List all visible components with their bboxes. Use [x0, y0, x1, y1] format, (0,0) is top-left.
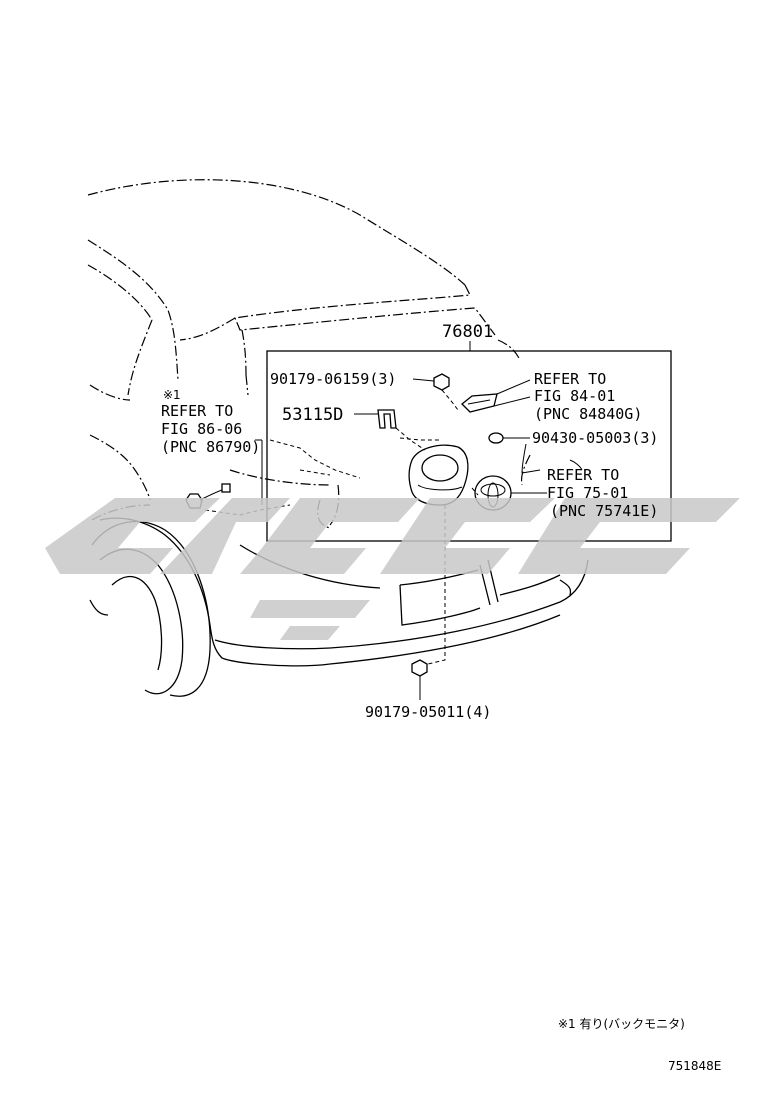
figure-id: 751848E	[668, 1059, 721, 1073]
assembly-guide-lines	[204, 389, 583, 665]
rear-bumper	[99, 517, 589, 667]
license-lamp-icon	[461, 379, 531, 413]
ref-emblem-line3: (PNC 75741E)	[550, 502, 658, 520]
clip-label: 53115D	[282, 405, 343, 425]
cap-nut-2-icon	[411, 659, 428, 700]
assembly-box	[266, 350, 672, 542]
gasket-icon	[488, 432, 530, 444]
ref-camera-line3: (PNC 86790)	[161, 438, 260, 456]
assembly-label: 76801	[442, 322, 493, 342]
cap-nut-2-label: 90179-05011(4)	[365, 703, 491, 721]
ref-lamp-line2: FIG 84-01	[534, 387, 615, 405]
ref-emblem-line2: FIG 75-01	[547, 484, 628, 502]
vehicle-body-outline	[87, 179, 531, 529]
ref-lamp-line1: REFER TO	[534, 370, 606, 388]
ref-camera-line2: FIG 86-06	[161, 420, 242, 438]
ref-camera-line1: REFER TO	[161, 402, 233, 420]
cap-nut-1-label: 90179-06159(3)	[270, 370, 396, 388]
cap-nut-1-icon	[412, 373, 450, 391]
ref-lamp-line3: (PNC 84840G)	[534, 405, 642, 423]
ref-emblem-line1: REFER TO	[547, 466, 619, 484]
clip-icon	[354, 409, 397, 429]
watermark-logo	[45, 498, 740, 640]
garnish-handle-icon	[408, 444, 469, 506]
note-marker: ※1	[163, 388, 181, 402]
footnote: ※1 有り(バックモニタ)	[558, 1017, 685, 1031]
gasket-label: 90430-05003(3)	[532, 429, 658, 447]
